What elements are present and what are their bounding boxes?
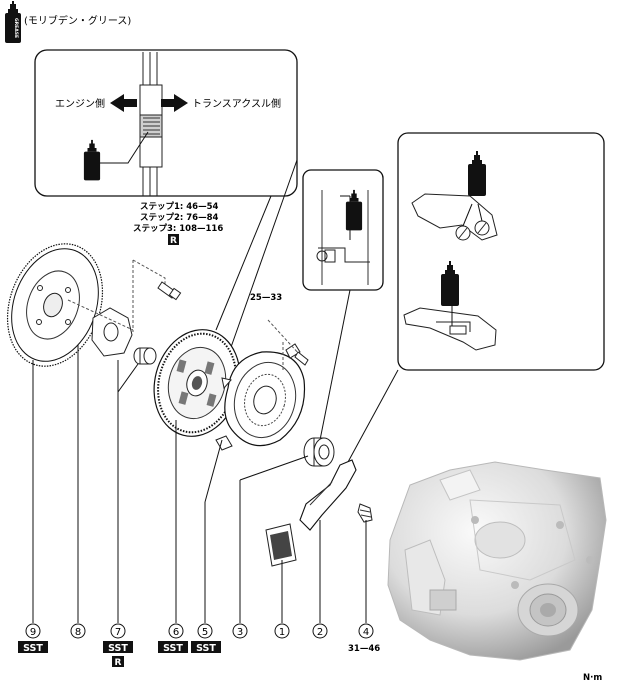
svg-text:2: 2 bbox=[317, 627, 323, 638]
reuse-badge: R bbox=[168, 234, 179, 246]
svg-text:5: 5 bbox=[202, 627, 208, 638]
pivot-pin bbox=[357, 503, 373, 523]
sst-badge-5: SST bbox=[191, 641, 221, 654]
part-number-3: 3 bbox=[232, 623, 248, 639]
engine-side-label: エンジン側 bbox=[55, 97, 105, 110]
part-number-1: 1 bbox=[274, 623, 290, 639]
grease-word: GREASE bbox=[13, 18, 19, 38]
left-arrow-icon bbox=[110, 94, 137, 112]
part-number-7: 7 bbox=[110, 623, 126, 639]
right-arrow-icon bbox=[161, 94, 188, 112]
svg-text:SST: SST bbox=[196, 643, 216, 654]
grease-legend-text: (モリブデン・グリース) bbox=[24, 14, 131, 27]
svg-text:4: 4 bbox=[363, 627, 369, 638]
pivot-torque: 31—46 bbox=[348, 644, 380, 654]
torque-step3: ステップ3: 108—116 bbox=[133, 223, 223, 234]
part-number-5: 5 bbox=[197, 623, 213, 639]
transaxle-side-label: トランスアクスル側 bbox=[192, 97, 281, 110]
release-fork bbox=[299, 459, 357, 531]
transaxle-case bbox=[387, 461, 607, 661]
grease-icon: GREASE bbox=[5, 1, 21, 43]
pilot-bearing bbox=[133, 347, 157, 365]
svg-text:SST: SST bbox=[108, 643, 128, 654]
inset-release-bearing bbox=[302, 169, 384, 291]
clutch-disc bbox=[153, 329, 241, 437]
svg-text:1: 1 bbox=[279, 627, 285, 638]
torque-unit: N·m bbox=[583, 673, 602, 683]
part-number-2: 2 bbox=[312, 623, 328, 639]
cover-torque: 25—33 bbox=[250, 293, 282, 303]
clutch-cover bbox=[215, 343, 306, 451]
backing-plate bbox=[91, 307, 133, 357]
torque-step1: ステップ1: 46—54 bbox=[140, 201, 219, 212]
torque-step2: ステップ2: 76—84 bbox=[140, 212, 219, 223]
flywheel bbox=[6, 243, 104, 367]
svg-text:6: 6 bbox=[173, 627, 179, 638]
svg-text:8: 8 bbox=[75, 627, 81, 638]
inset-release-fork bbox=[397, 132, 605, 371]
svg-text:3: 3 bbox=[237, 627, 243, 638]
part-number-8: 8 bbox=[70, 623, 86, 639]
reuse-badge-7: R bbox=[112, 656, 124, 668]
svg-text:R: R bbox=[170, 236, 177, 246]
part-number-9: 9 bbox=[25, 623, 41, 639]
cover-bolt bbox=[294, 351, 309, 366]
sst-badge-6: SST bbox=[158, 641, 188, 654]
sst-badge-7: SST bbox=[103, 641, 133, 654]
part-number-6: 6 bbox=[168, 623, 184, 639]
release-bearing bbox=[303, 437, 335, 467]
svg-text:SST: SST bbox=[23, 643, 43, 654]
svg-text:9: 9 bbox=[30, 627, 36, 638]
svg-text:SST: SST bbox=[163, 643, 183, 654]
sst-badge-9: SST bbox=[18, 641, 48, 654]
part-number-4: 4 bbox=[358, 623, 374, 639]
inset-disc-spline bbox=[34, 49, 298, 197]
dust-boot bbox=[265, 523, 297, 567]
svg-text:7: 7 bbox=[115, 627, 121, 638]
svg-text:R: R bbox=[115, 658, 122, 668]
flywheel-bolt bbox=[157, 281, 182, 301]
